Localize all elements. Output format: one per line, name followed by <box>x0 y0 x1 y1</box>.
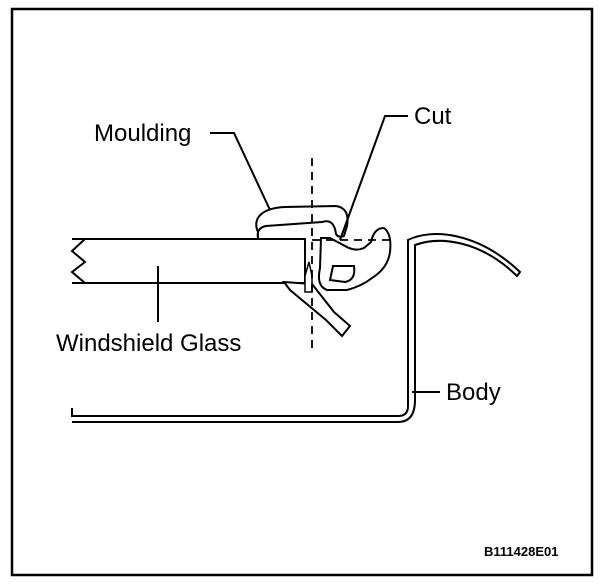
moulding-lip <box>255 204 349 239</box>
body-label: Body <box>446 379 501 406</box>
figure-code: B111428E01 <box>484 544 558 559</box>
windshield-glass-label: Windshield Glass <box>56 330 241 357</box>
moulding-hollow <box>328 265 356 284</box>
cut-label: Cut <box>414 103 452 130</box>
windshield-glass <box>70 238 306 284</box>
diagram-frame <box>10 7 594 577</box>
moulding-label: Moulding <box>94 120 191 147</box>
body-panel <box>71 233 522 423</box>
moulding-clip <box>304 261 313 293</box>
moulding-tab <box>281 280 352 338</box>
moulding-leader <box>210 132 271 211</box>
cut-leader <box>339 115 408 241</box>
moulding <box>255 204 392 338</box>
glass-break-mark <box>70 238 87 284</box>
